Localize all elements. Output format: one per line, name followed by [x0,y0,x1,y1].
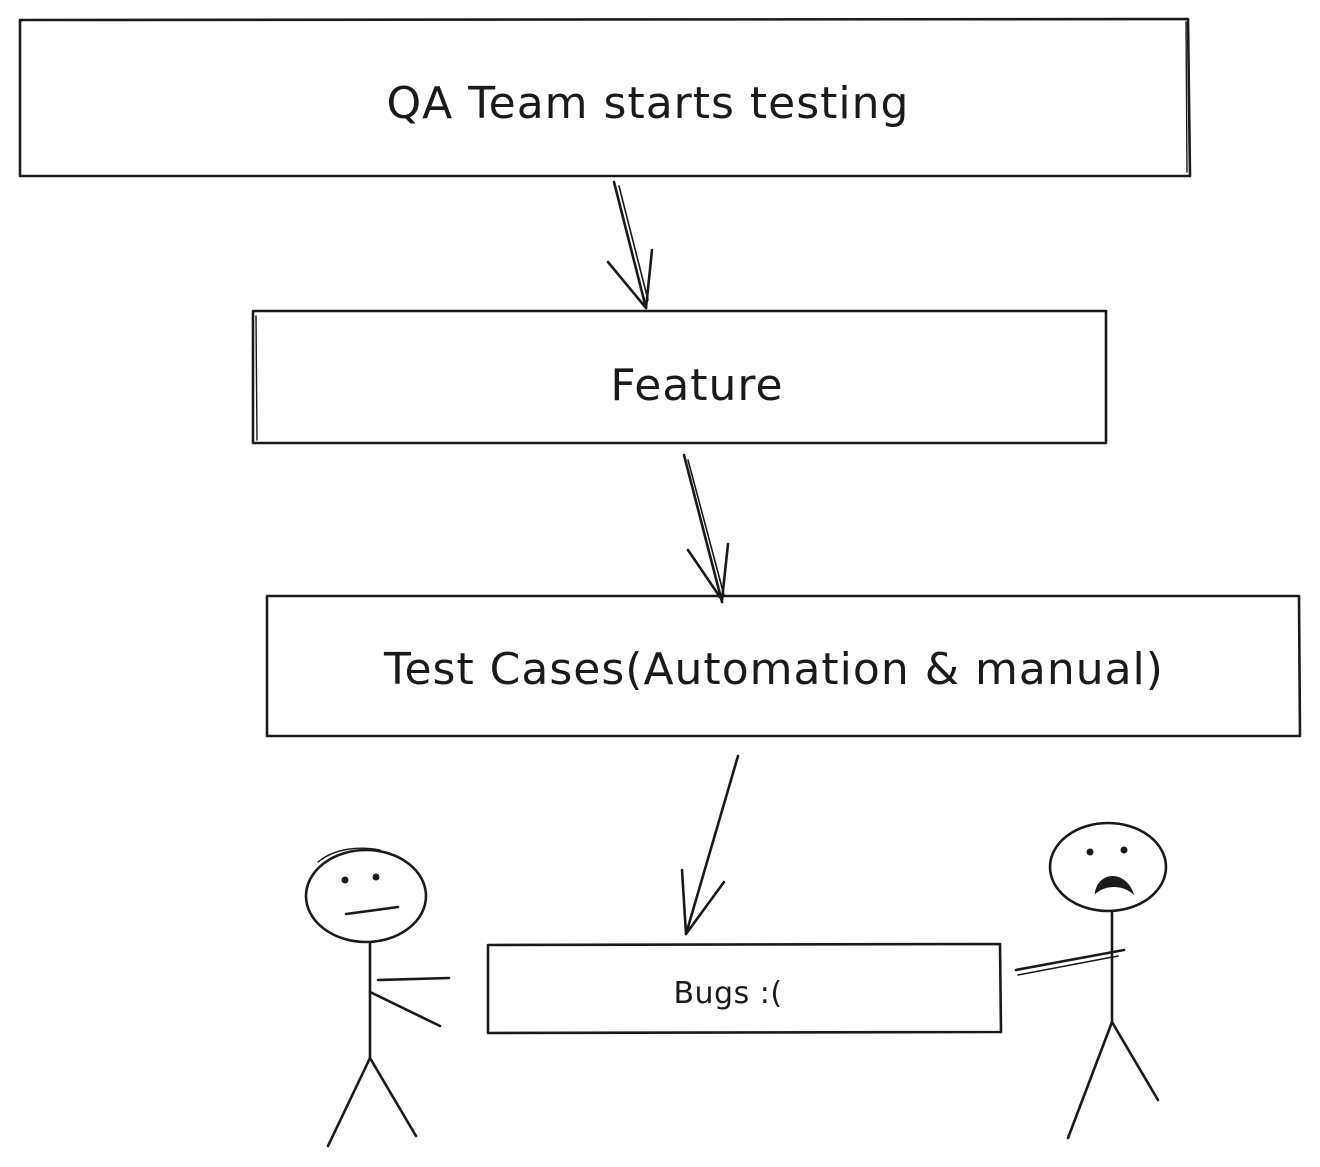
box-feature-label: Feature [610,360,783,411]
left-figure-eye-left [341,876,349,884]
right-figure-head [1048,821,1168,913]
right-figure-mouth [1094,876,1135,896]
left-figure-leg-left [326,1056,372,1148]
arrow-qa-to-feature [606,180,654,310]
box-feature: Feature [251,309,1108,445]
box-bugs-label: Bugs :( [673,976,782,1011]
left-figure-leg-right [368,1056,418,1138]
right-figure-arm-pointing [1014,948,1126,972]
box-qa-team: QA Team starts testing [18,17,1192,178]
box-qa-team-label: QA Team starts testing [387,78,910,129]
box-test-cases: Test Cases(Automation & manual) [265,594,1302,738]
right-figure-eye-left [1086,848,1094,856]
box-bugs: Bugs :( [486,942,1003,1035]
arrow-feature-to-testcases [682,453,730,604]
left-stick-figure [304,847,451,1148]
left-figure-arm-pointing [376,976,451,982]
right-figure-eye-right [1120,846,1128,854]
left-figure-eye-right [372,873,380,881]
right-stick-figure [1014,821,1168,1140]
left-figure-mouth [344,905,400,916]
arrow-testcases-to-bugs [680,754,740,936]
box-test-cases-label: Test Cases(Automation & manual) [383,644,1164,695]
left-figure-arm-down [368,990,442,1028]
right-figure-leg-right [1110,1020,1160,1102]
left-figure-head [304,848,428,944]
right-figure-leg-left [1066,1020,1114,1140]
